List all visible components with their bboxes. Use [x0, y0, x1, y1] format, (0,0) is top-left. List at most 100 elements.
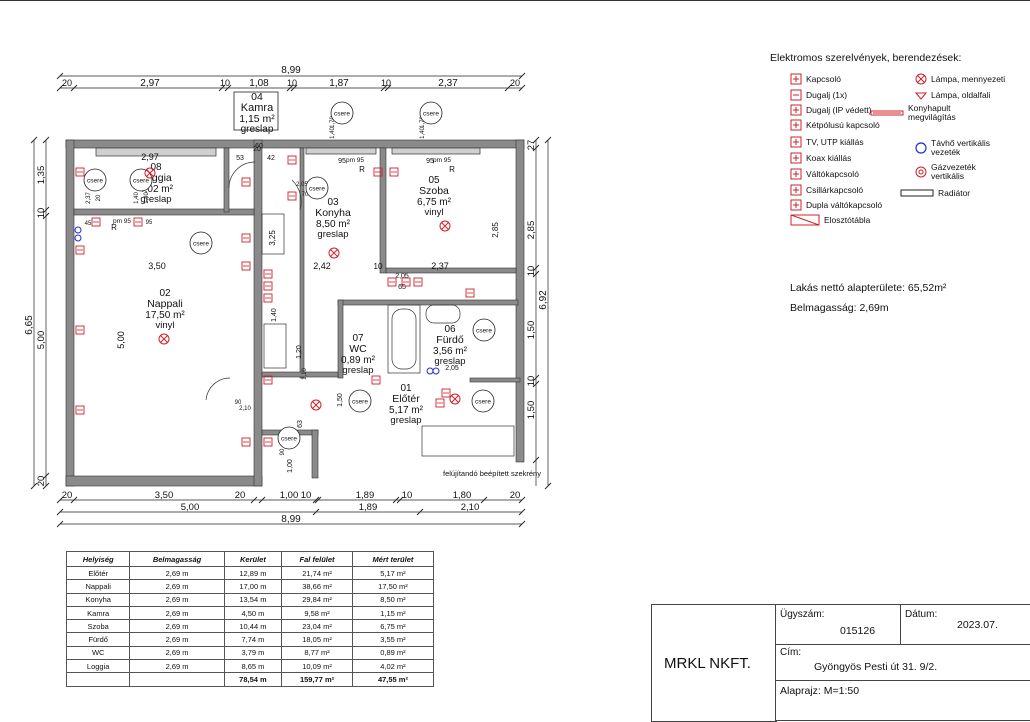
table-cell: 17,00 m [223, 579, 283, 594]
room-number: 03 [327, 197, 339, 208]
legend-item-label: Dugalj (IP védett) [806, 105, 872, 115]
room-name: Fürdő [436, 334, 464, 346]
bottom-dimension: 5,00 [181, 502, 200, 513]
csere-label: csere [476, 328, 492, 335]
address-cell: Cím: Gyöngyös Pesti út 31. 9/2. [775, 644, 1030, 682]
ceiling-lamp-icon [144, 167, 156, 179]
bottom-dimension: 1,89 [359, 502, 378, 513]
right-dimension: 1,50 [526, 401, 537, 420]
room-name: Nappali [147, 298, 183, 310]
ceiling-lamp-icon [449, 393, 461, 405]
legend-item-label: Váltókapcsoló [806, 169, 859, 179]
table-cell: 10,09 m² [281, 659, 353, 674]
csere-label: csere [475, 399, 491, 406]
right-dimension: 2,85 [526, 221, 537, 240]
room-floor: greslap [342, 365, 373, 376]
table-cell: 21,74 m² [281, 565, 353, 581]
table-header: Mért terület [351, 551, 435, 567]
radiator-icon [900, 189, 934, 197]
socket-ip-icon [790, 104, 802, 116]
table-cell: Loggia [65, 659, 131, 674]
table-cell: 29,84 m² [281, 592, 353, 607]
table-cell: 2,69 m [129, 592, 225, 607]
room-floor: greslap [317, 229, 348, 240]
interior-dimension: 90 [235, 400, 242, 406]
room-area: 5,17 m² [389, 405, 424, 416]
room-name: Előtér [392, 393, 420, 405]
room-name: WC [349, 343, 367, 355]
csere-label: csere [133, 178, 149, 185]
socket-icon [263, 269, 273, 279]
top-dimension: 1,08 [249, 78, 269, 89]
legend-item: Lámpa, mennyezeti [915, 73, 1005, 85]
interior-dimension: 3,50 [148, 261, 166, 271]
table-cell: 5,17 m² [351, 565, 435, 581]
double-pole-switch-icon [790, 119, 802, 131]
interior-dimension: 2,42 [313, 261, 331, 271]
interior-dimension: 1,40 [144, 192, 150, 204]
table-header: Helyiség [65, 551, 131, 567]
legend-item: Dugalj (IP védett) [790, 104, 872, 116]
table-cell: Nappali [65, 579, 131, 594]
ceiling-lamp-icon [310, 399, 322, 411]
window-label: pm 95 [433, 157, 451, 164]
legend-item: Koax kiállás [790, 152, 851, 164]
right-dimension: 10 [526, 376, 537, 387]
table-cell: Szoba [65, 619, 131, 634]
table-cell [65, 672, 131, 687]
date-value: 2023.07. [957, 619, 998, 631]
socket-icon [389, 167, 399, 177]
left-total-dimension: 6,65 [24, 315, 35, 335]
interior-dimension: 70 [302, 192, 309, 198]
interior-dimension: 95 [426, 158, 434, 165]
interior-dimension: 1,70 [330, 116, 336, 128]
table-cell: 6,75 m² [351, 619, 435, 634]
interior-dimension: 10 [374, 262, 383, 271]
top-dimension: 10 [220, 78, 230, 88]
socket-icon [241, 233, 251, 243]
table-cell: 159,77 m² [281, 672, 353, 687]
interior-dimension: 2,05 [445, 365, 459, 372]
room-floor: greslap [140, 194, 171, 205]
door-replace-marker: csere [189, 231, 213, 255]
table-cell: Kamra [65, 605, 131, 621]
room-number: 08 [150, 162, 162, 173]
csere-label: csere [334, 111, 350, 118]
interior-dimension: 60 [255, 143, 263, 150]
interior-dimension: 1,50 [337, 393, 344, 407]
ceiling-lamp-icon [915, 73, 927, 85]
table-cell: 18,05 m² [281, 632, 353, 647]
csere-label: csere [423, 111, 439, 118]
socket-icon [371, 375, 381, 385]
address-label: Cím: [780, 647, 802, 658]
socket-icon [441, 388, 451, 398]
ceiling-lamp-icon [439, 220, 451, 232]
legend-item: Váltókapcsoló [790, 168, 859, 180]
table-cell: 7,74 m [223, 632, 283, 647]
interior-dimension: 65 [398, 284, 406, 291]
legend-item-label: Kapcsoló [806, 74, 841, 84]
table-cell: 2,69 m [129, 645, 225, 661]
socket-icon [435, 398, 445, 408]
interior-dimension: 5,00 [116, 331, 126, 349]
door-replace-marker: csere [305, 176, 329, 200]
legend-item-label: Kétpólusú kapcsoló [806, 120, 880, 130]
legend-item-label: Koax kiállás [806, 153, 852, 163]
socket-icon [401, 277, 411, 287]
csere-label: csere [309, 186, 325, 193]
chandelier-switch-icon [790, 184, 802, 196]
district-heating-icon [74, 226, 440, 375]
table-header: Fal felület [281, 551, 353, 567]
table-cell: WC [65, 645, 131, 661]
bottom-dimension: 1,80 [453, 490, 472, 501]
interior-dimension: 90 [280, 448, 286, 455]
top-dimension: 10 [381, 78, 391, 88]
